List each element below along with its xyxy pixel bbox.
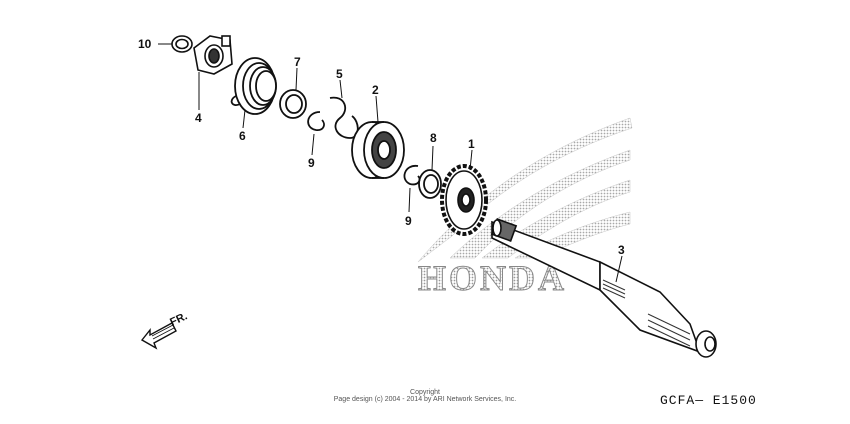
leader-3: [615, 255, 623, 283]
part-3-spindle: [490, 218, 717, 358]
part-6-spring: [230, 57, 277, 115]
leader-2: [375, 95, 379, 123]
copyright-line: Page design (c) 2004 - 2014 by ARI Netwo…: [333, 396, 517, 403]
part-5-spring-clip: [329, 96, 359, 139]
callout-5: 5: [336, 67, 343, 81]
leader-8: [431, 145, 434, 171]
callout-6: 6: [239, 129, 246, 143]
callout-4: 4: [195, 111, 202, 125]
leader-9-left: [311, 133, 315, 156]
callout-9-right: 9: [405, 214, 412, 228]
callout-1: 1: [468, 137, 475, 151]
callout-7: 7: [294, 55, 301, 69]
leader-1: [469, 149, 473, 171]
callout-9-left: 9: [308, 156, 315, 170]
part-8-washer: [418, 169, 442, 199]
leader-5: [339, 79, 343, 99]
part-2-ratchet: [351, 121, 405, 179]
part-7-washer: [279, 89, 307, 119]
part-1-gear: [440, 164, 488, 236]
diagram-code: GCFA— E1500: [660, 393, 757, 408]
leader-7: [295, 67, 298, 91]
front-direction-arrow: [140, 322, 177, 350]
callout-3: 3: [618, 243, 625, 257]
callout-2: 2: [372, 83, 379, 97]
callout-10: 10: [138, 37, 152, 51]
copyright-title: Copyright: [410, 389, 440, 396]
honda-watermark-text: HONDA: [418, 258, 567, 298]
part-10-circlip: [171, 35, 193, 53]
callout-8: 8: [430, 131, 437, 145]
front-direction-label: FR.: [168, 310, 189, 328]
part-4-holder: [193, 35, 233, 75]
leader-9-right: [408, 187, 411, 213]
part-9-circlip-left: [307, 111, 325, 131]
part-9-circlip-right: [403, 165, 421, 186]
leader-6: [242, 109, 246, 129]
